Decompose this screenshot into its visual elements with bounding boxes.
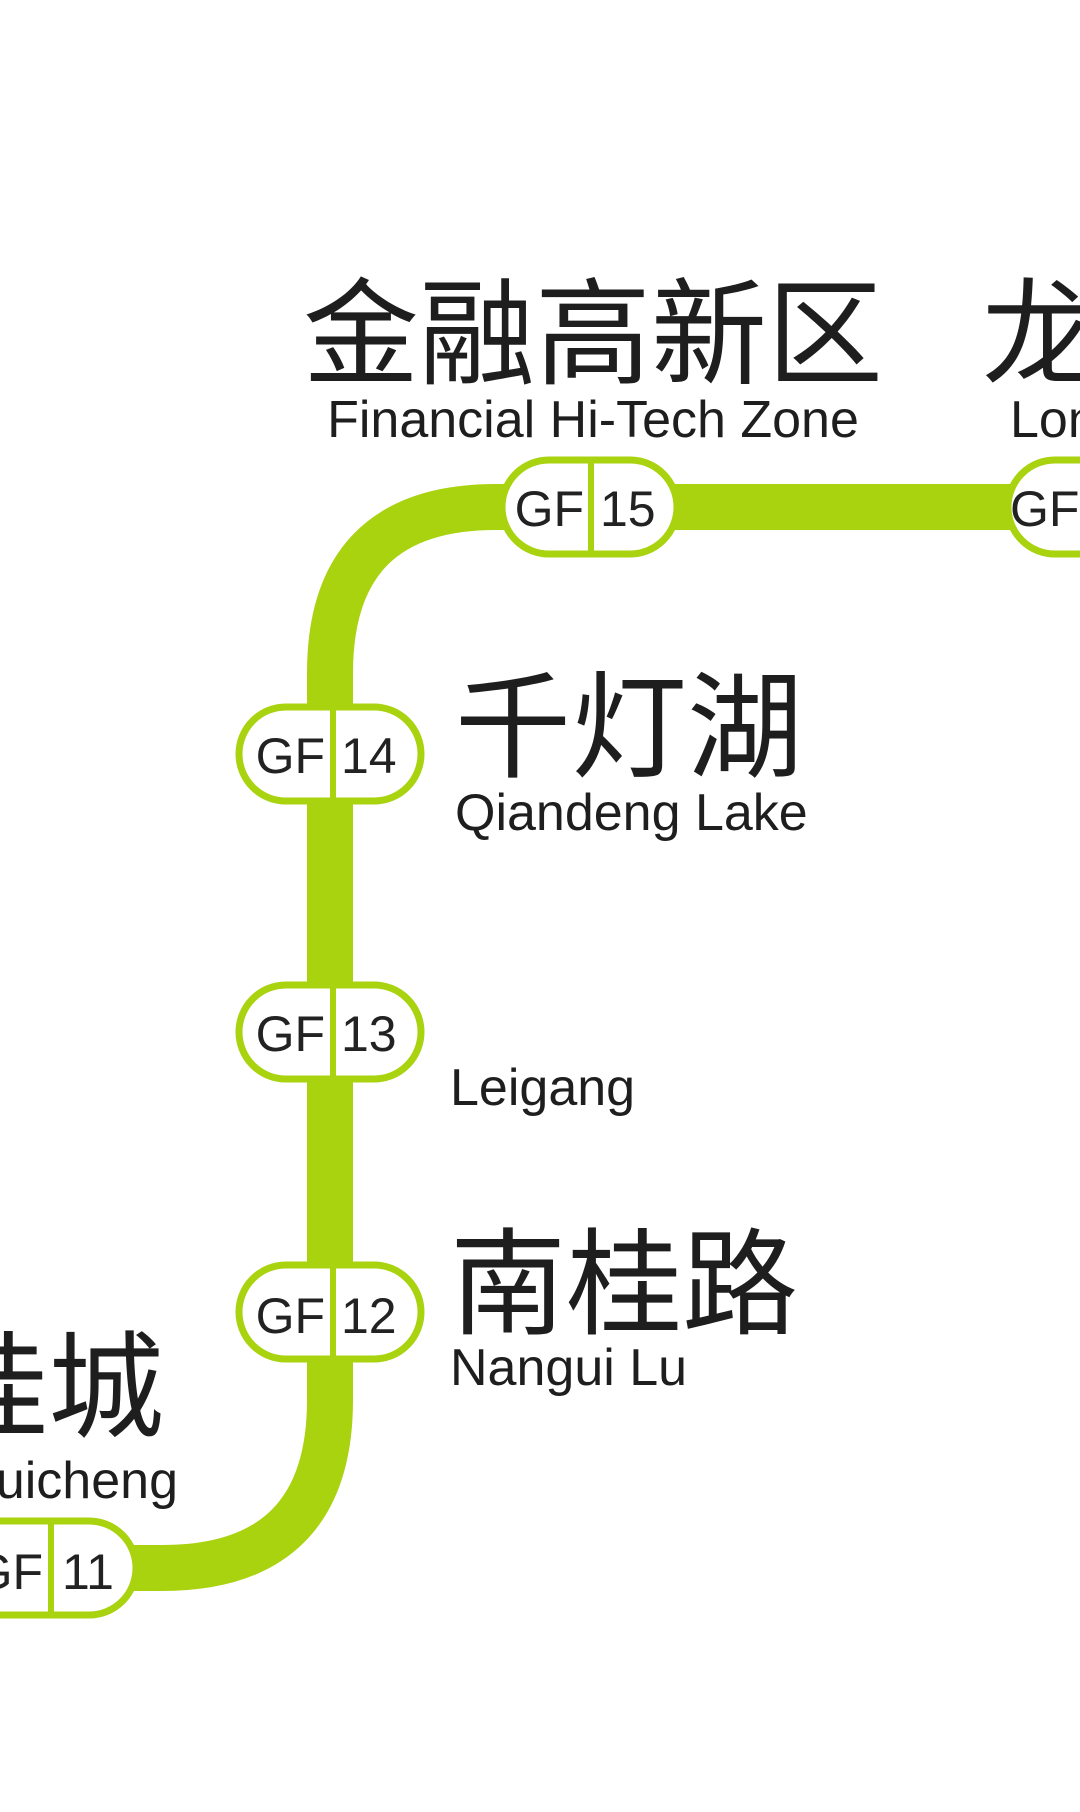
station-name-zh: 千灯湖 (455, 661, 803, 796)
station-badge-gf12[interactable]: GF 12 (239, 1265, 421, 1359)
badge-number: 12 (341, 1288, 397, 1344)
station-badge-gf13[interactable]: GF 13 (239, 985, 421, 1079)
station-badge-gf14[interactable]: GF 14 (239, 707, 421, 801)
badge-prefix: GF (256, 728, 325, 784)
station-name-en: Lon (1010, 391, 1080, 449)
station-badge-gf15[interactable]: GF 15 (502, 460, 677, 554)
station-label-nangui-lu[interactable]: 南桂路 Nangui Lu (450, 1218, 798, 1397)
station-name-en: Qiandeng Lake (455, 784, 808, 842)
station-label-guicheng[interactable]: 桂城 Guicheng (0, 1321, 178, 1510)
station-name-zh: 南桂路 (450, 1218, 798, 1353)
station-label-financial-hi-tech-zone[interactable]: 金融高新区 Financial Hi-Tech Zone (303, 268, 883, 449)
badge-prefix: GF (256, 1006, 325, 1062)
badge-number: 15 (600, 481, 656, 537)
station-label-long[interactable]: 龙 Lon (982, 268, 1080, 449)
station-name-zh: 桂城 (0, 1321, 164, 1456)
station-badge-gf11[interactable]: GF 11 (0, 1521, 136, 1615)
badge-prefix: GF (515, 481, 584, 537)
badge-prefix: GF (0, 1544, 43, 1600)
badge-number: 14 (341, 728, 397, 784)
station-label-leigang[interactable]: 𧓍岗 Leigang (450, 938, 635, 1117)
station-name-zh: 龙 (982, 268, 1080, 403)
badge-number: 11 (62, 1544, 114, 1600)
station-badge-gf16[interactable]: GF (1008, 460, 1080, 554)
badge-prefix: GF (1010, 481, 1079, 537)
station-name-en: Nangui Lu (450, 1339, 687, 1397)
station-name-en: Leigang (450, 1059, 635, 1117)
badge-number: 13 (341, 1006, 397, 1062)
station-name-en: Financial Hi-Tech Zone (327, 391, 859, 449)
station-name-en: Guicheng (0, 1452, 178, 1510)
station-label-qiandeng-lake[interactable]: 千灯湖 Qiandeng Lake (455, 661, 808, 842)
badge-prefix: GF (256, 1288, 325, 1344)
station-name-zh: 金融高新区 (303, 268, 883, 403)
